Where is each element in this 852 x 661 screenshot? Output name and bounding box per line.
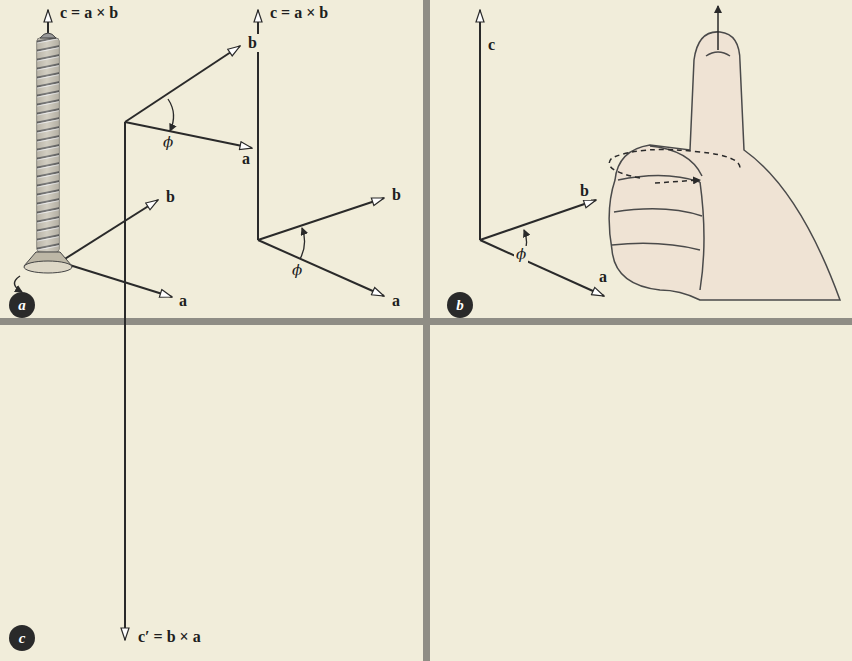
vector-label: b	[578, 182, 591, 200]
vector-label: a	[240, 150, 252, 168]
divider	[423, 0, 430, 661]
vector-label: b	[390, 186, 403, 204]
vector-label: c	[486, 36, 497, 54]
vector-label: a	[177, 292, 189, 310]
product-label: c′ = b × a	[136, 628, 203, 646]
screw	[14, 33, 72, 292]
product-label: c = a × b	[268, 4, 330, 22]
panel-badge: b	[447, 292, 473, 318]
right-hand	[609, 32, 840, 300]
vector-label: a	[390, 292, 402, 310]
vector-label: b	[246, 34, 259, 52]
angle-label: ϕ	[161, 134, 175, 151]
panel-letter: a	[18, 297, 26, 314]
panel-badge: a	[9, 292, 35, 318]
panel-letter: c	[19, 630, 26, 647]
divider	[0, 318, 852, 325]
panel-badge: c	[9, 625, 35, 651]
angle-label: ϕ	[514, 246, 528, 263]
vector-label: a	[597, 268, 609, 286]
product-label: c = a × b	[58, 4, 120, 22]
angle-label: ϕ	[290, 262, 304, 279]
panel-letter: b	[456, 297, 464, 314]
vector-label: b	[164, 188, 177, 206]
